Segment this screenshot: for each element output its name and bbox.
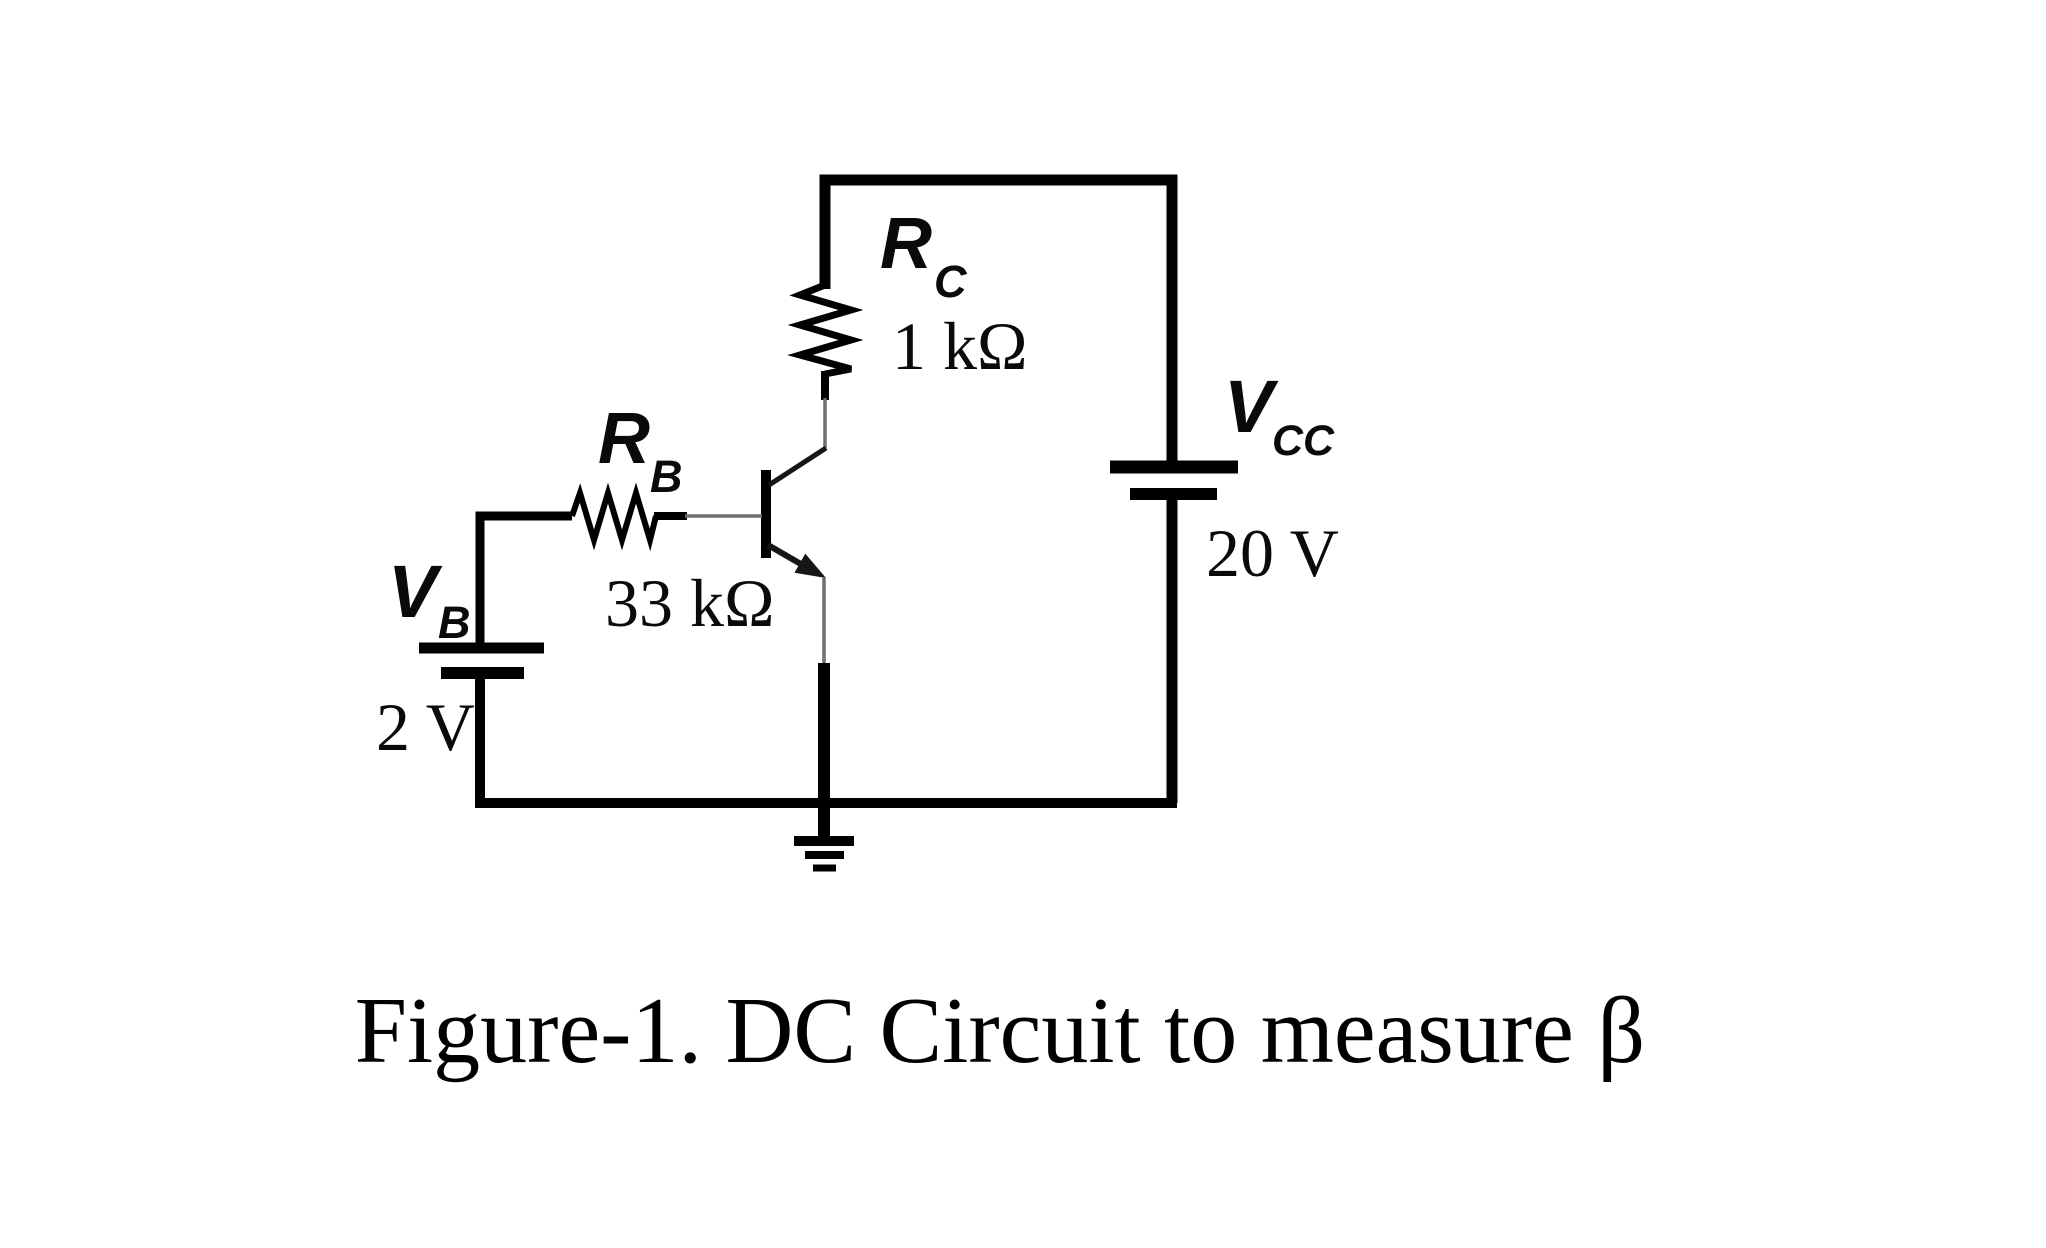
vcc-symbol: V <box>1224 365 1279 448</box>
wire-segment <box>475 674 1177 808</box>
resistor-icon <box>569 482 687 552</box>
rb-subscript: B <box>650 451 683 502</box>
vb-subscript: B <box>438 597 471 648</box>
npn-transistor-icon <box>761 445 828 578</box>
battery-icon <box>419 642 544 679</box>
resistor-icon <box>787 281 864 400</box>
figure-caption: Figure-1. DC Circuit to measure β <box>355 979 1645 1083</box>
wire-base-branch <box>475 511 572 645</box>
wire-top-loop <box>819 174 1178 462</box>
rc-subscript: C <box>934 256 968 307</box>
wire-bottom-loop <box>475 493 1178 808</box>
resistor-zigzag <box>787 281 864 378</box>
resistor-zigzag <box>569 482 659 552</box>
wire-segment <box>475 511 572 645</box>
vb-label: V B 2 V <box>376 550 475 765</box>
vcc-value: 20 V <box>1206 515 1339 591</box>
transistor-collector-arm <box>767 445 828 488</box>
rc-label: R C 1 kΩ <box>880 204 1028 384</box>
vcc-label: V CC 20 V <box>1206 365 1339 591</box>
rc-value: 1 kΩ <box>892 308 1028 384</box>
transistor-emitter-arm <box>766 542 808 570</box>
vb-value: 2 V <box>376 689 475 765</box>
emitter-arrow-icon <box>794 553 826 578</box>
ground-icon <box>794 836 854 872</box>
vcc-subscript: CC <box>1272 417 1335 465</box>
rc-symbol: R <box>880 204 932 284</box>
rb-value: 33 kΩ <box>605 565 775 641</box>
rb-label: R B 33 kΩ <box>598 399 775 641</box>
rb-symbol: R <box>598 399 650 479</box>
wire-segment <box>819 174 1178 462</box>
vb-symbol: V <box>388 550 443 633</box>
battery-icon <box>1110 460 1238 500</box>
